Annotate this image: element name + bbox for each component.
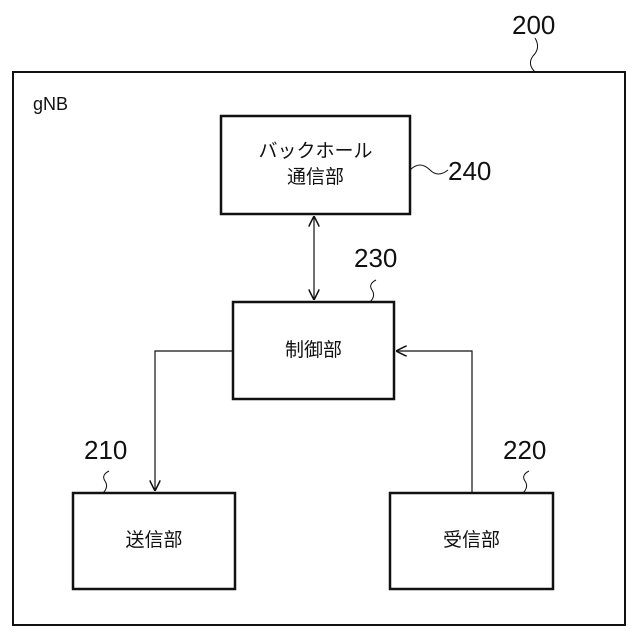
ref-210: 210 — [84, 437, 127, 463]
ref-200: 200 — [512, 12, 555, 38]
gnb-label: gNB — [33, 95, 68, 113]
transmitter-label: 送信部 — [73, 493, 235, 589]
backhaul-label-line2: 通信部 — [287, 165, 344, 191]
receiver-to-control-arrow — [396, 351, 472, 493]
ref-240: 240 — [448, 158, 491, 184]
control-to-transmitter-arrow — [155, 351, 233, 491]
leader-200 — [530, 38, 537, 72]
backhaul-label: バックホール 通信部 — [221, 116, 410, 214]
leader-220 — [523, 471, 529, 493]
control-label: 制御部 — [233, 302, 394, 399]
leader-210 — [103, 471, 109, 493]
leader-240 — [410, 165, 448, 174]
leader-230 — [370, 280, 376, 302]
receiver-label: 受信部 — [390, 493, 553, 589]
ref-220: 220 — [503, 437, 546, 463]
ref-230: 230 — [354, 245, 397, 271]
backhaul-label-line1: バックホール — [258, 139, 372, 165]
